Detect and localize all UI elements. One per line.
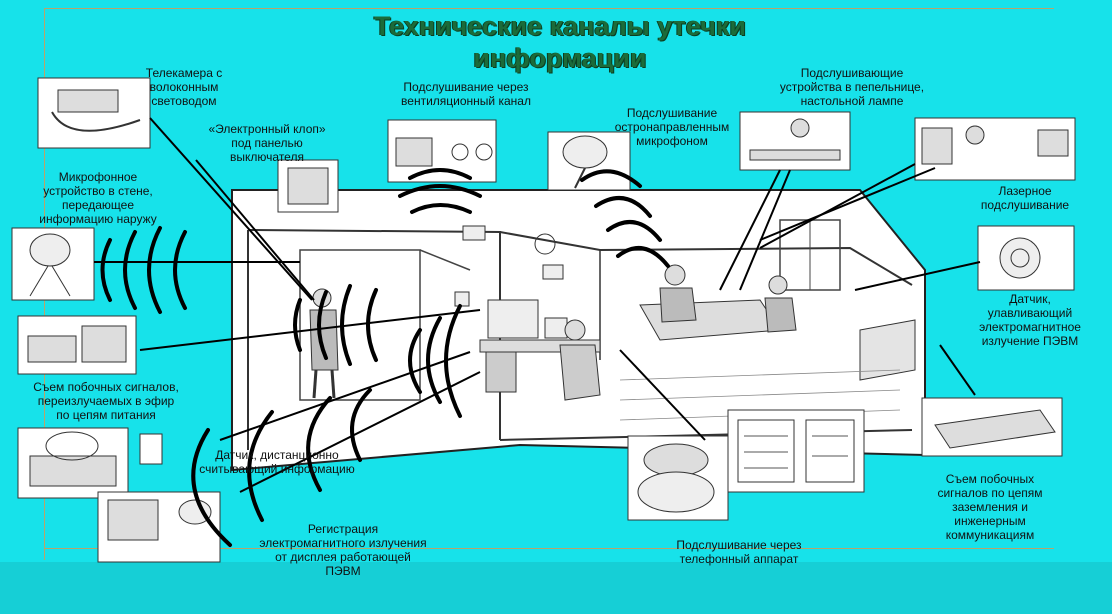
frame-line-bottom [44, 548, 1054, 549]
label-em-sensor: Датчик, улавливающий электромагнитное из… [979, 292, 1081, 348]
page-title: Технические каналы утечки информации [240, 10, 880, 74]
label-electronic-bug: «Электронный клоп» под панелью выключате… [208, 122, 326, 164]
pointer-lines [94, 117, 981, 493]
device-wall-mic [11, 227, 95, 301]
device-display [97, 491, 221, 563]
device-printer [17, 427, 163, 499]
label-wall-microphone: Микрофонное устройство в стене, передающ… [39, 170, 157, 226]
device-circuit-boards [727, 409, 865, 493]
device-grounding [921, 397, 1063, 457]
device-power-lines [17, 315, 137, 375]
title-line-2: информации [473, 43, 647, 73]
label-side-signals-power: Съем побочных сигналов, переизлучаемых в… [33, 380, 179, 422]
label-side-signals-ground: Съем побочных сигналов по цепям заземлен… [937, 472, 1043, 542]
device-ventilation [387, 119, 497, 183]
frame-line-top [44, 8, 1054, 9]
device-directional-mic [547, 131, 631, 191]
device-ashtray [739, 111, 851, 171]
device-em-sensor [977, 225, 1075, 291]
label-ventilation: Подслушивание через вентиляционный канал [401, 80, 531, 108]
wave-arcs [100, 168, 670, 547]
device-laser [914, 117, 1076, 181]
label-telecamera: Телекамера с волоконным световодом [145, 66, 223, 108]
device-telecamera [37, 77, 151, 149]
label-telephone: Подслушивание через телефонный аппарат [676, 538, 802, 566]
label-laser: Лазерное подслушивание [980, 184, 1070, 212]
device-wall-bug [277, 159, 339, 213]
bottom-band [0, 562, 1112, 614]
label-remote-sensor: Датчик, дистанционно считывающий информа… [199, 448, 355, 476]
label-ashtray-lamp: Подслушивающие устройства в пепельнице, … [779, 66, 925, 108]
label-directional-mic: Подслушивание остронаправленным микрофон… [614, 106, 730, 148]
label-display-registration: Регистрация электромагнитного излучения … [259, 522, 427, 578]
title-line-1: Технические каналы утечки [374, 11, 746, 41]
device-telephone [627, 435, 729, 521]
